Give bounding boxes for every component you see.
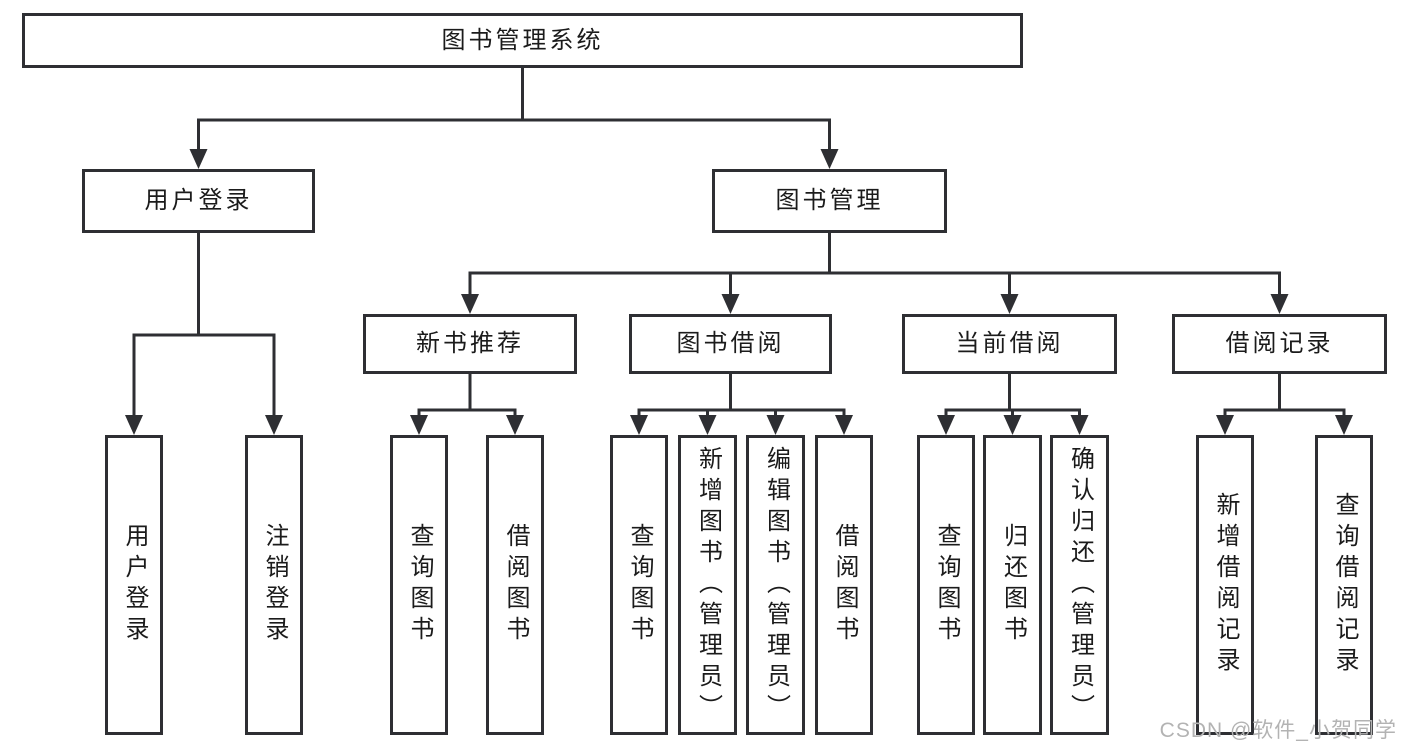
leaf-query-books-current: 查询图书 <box>917 435 975 735</box>
node-label: 借阅记录 <box>1225 330 1334 357</box>
node-user-login: 用户登录 <box>82 169 315 233</box>
leaf-label: 查询图书 <box>626 523 653 647</box>
node-label: 当前借阅 <box>955 330 1064 357</box>
watermark: CSDN @软件_小贺同学 <box>1159 719 1397 742</box>
leaf-borrow-books-recommend: 借阅图书 <box>486 435 544 735</box>
node-book-borrowing: 图书借阅 <box>629 314 832 374</box>
leaf-query-books-borrowing: 查询图书 <box>610 435 668 735</box>
leaf-borrow-books-borrowing: 借阅图书 <box>815 435 873 735</box>
node-borrowing-records: 借阅记录 <box>1172 314 1387 374</box>
node-label: 图书管理系统 <box>441 26 604 54</box>
node-label: 新书推荐 <box>416 330 524 357</box>
node-current-borrowing: 当前借阅 <box>902 314 1117 374</box>
leaf-label: 编辑图书（管理员） <box>762 445 790 725</box>
leaf-label: 确认归还（管理员） <box>1066 445 1094 725</box>
leaf-label: 归还图书 <box>999 523 1027 647</box>
leaf-label: 新增图书（管理员） <box>694 445 722 725</box>
node-label: 图书借阅 <box>676 330 785 357</box>
node-book-management: 图书管理 <box>712 169 947 233</box>
leaf-label: 新增借阅记录 <box>1212 492 1239 678</box>
leaf-label: 查询图书 <box>933 523 960 647</box>
leaf-label: 注销登录 <box>261 523 288 647</box>
leaf-label: 借阅图书 <box>831 523 858 647</box>
node-library-management-system: 图书管理系统 <box>22 13 1023 68</box>
leaf-query-borrowing-record: 查询借阅记录 <box>1315 435 1373 735</box>
leaf-confirm-return-admin: 确认归还（管理员） <box>1050 435 1109 735</box>
leaf-query-books-recommend: 查询图书 <box>390 435 448 735</box>
leaf-add-borrowing-record: 新增借阅记录 <box>1196 435 1254 735</box>
leaf-label: 查询图书 <box>406 523 433 647</box>
leaf-label: 用户登录 <box>121 523 148 647</box>
leaf-label: 查询借阅记录 <box>1331 492 1358 678</box>
node-label: 用户登录 <box>144 187 253 214</box>
node-new-book-recommendation: 新书推荐 <box>363 314 577 374</box>
leaf-logout: 注销登录 <box>245 435 303 735</box>
node-label: 图书管理 <box>775 187 884 214</box>
leaf-add-book-admin: 新增图书（管理员） <box>678 435 737 735</box>
leaf-user-login: 用户登录 <box>105 435 163 735</box>
leaf-label: 借阅图书 <box>502 523 529 647</box>
leaf-return-books: 归还图书 <box>983 435 1042 735</box>
leaf-edit-book-admin: 编辑图书（管理员） <box>746 435 805 735</box>
